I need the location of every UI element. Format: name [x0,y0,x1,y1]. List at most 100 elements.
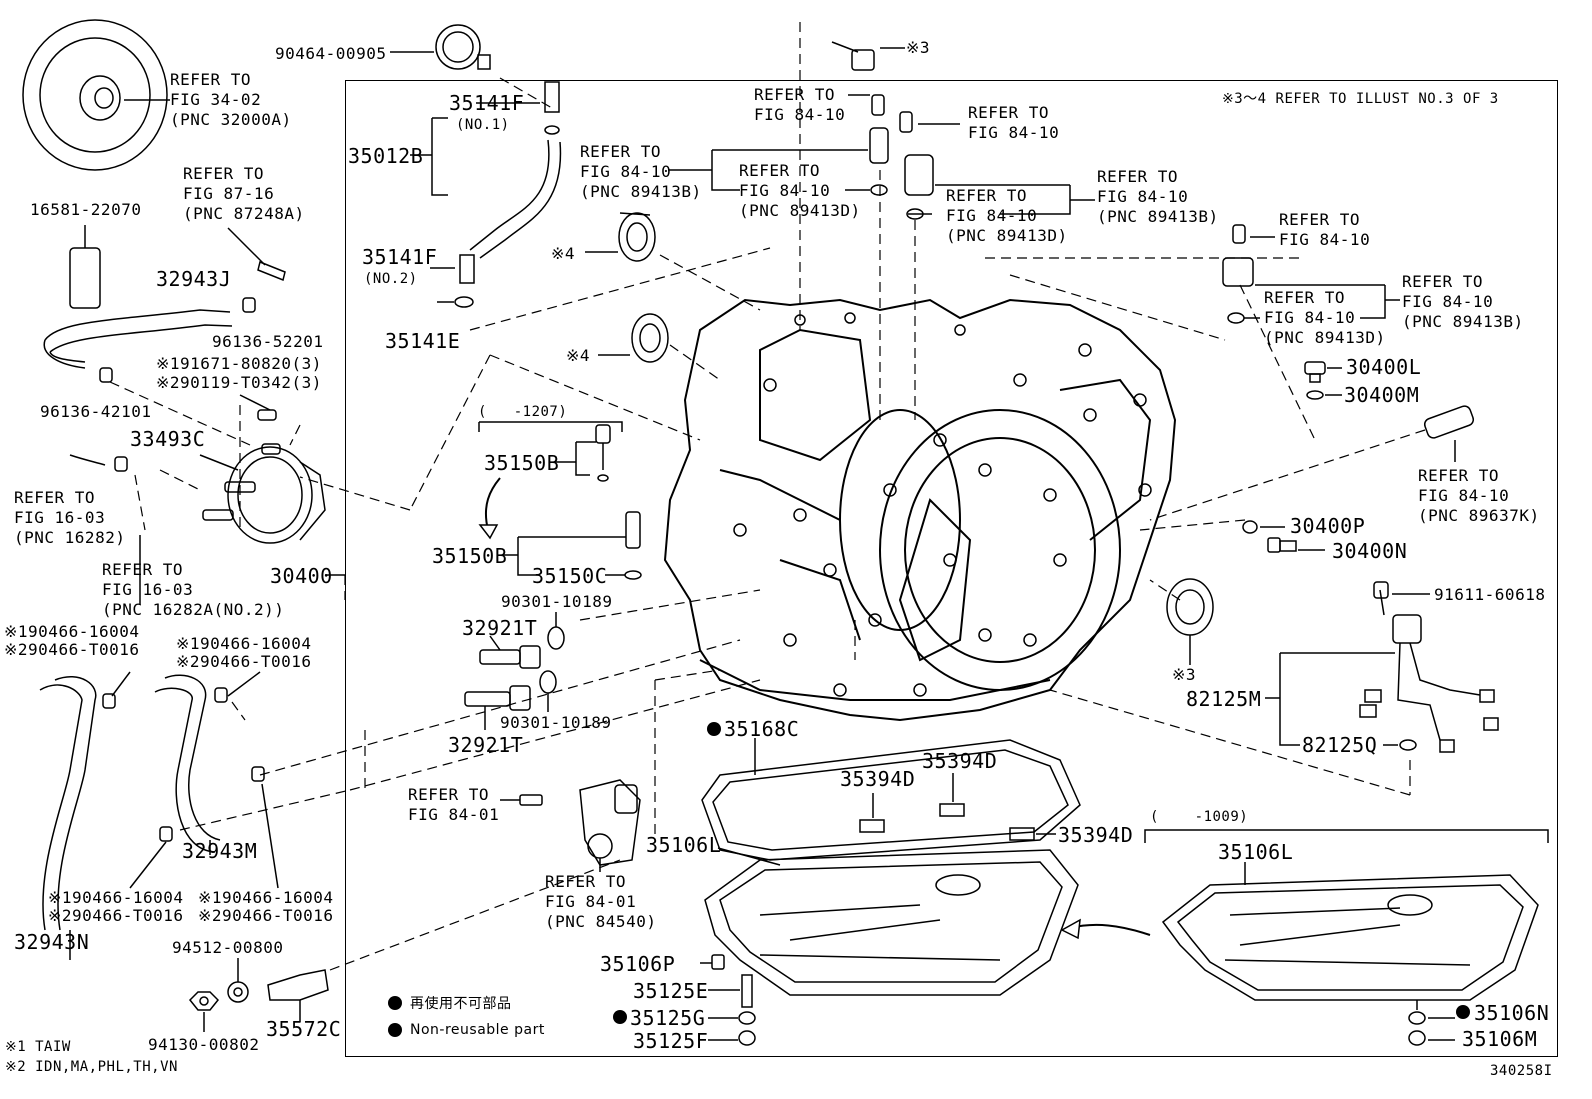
part-30400m: 30400M [1344,383,1420,407]
legend-jp: 再使用不可部品 [410,996,512,1012]
part-91611-60618: 91611-60618 [1434,585,1546,604]
part-35141e: 35141E [385,329,461,353]
transaxle-bolts [733,312,1152,697]
ref-label-89413d-a: REFER TO FIG 84-10 (PNC 89413D) [739,161,861,220]
part-35125f: 35125F [633,1029,709,1053]
part-35168c: 35168C [724,717,800,741]
part-16581-22070: 16581-22070 [30,200,142,219]
part-35125g: 35125G [630,1006,706,1030]
part-35106m: 35106M [1462,1027,1538,1051]
range-box-1009 [1144,829,1549,843]
part-90464-00905: 90464-00905 [275,44,387,63]
oil-pan-35106l-a [704,849,1079,996]
part-35106l-b: 35106L [1218,840,1294,864]
hose-clamps [99,297,265,842]
part-96136-42101: 96136-42101 [40,402,152,421]
oil-seal-4a [618,212,656,262]
part-30400n: 30400N [1332,539,1408,563]
range-1009: ( -1009) [1150,809,1249,825]
ref-label-87248a: REFER TO FIG 87-16 (PNC 87248A) [183,164,305,223]
part-35141f-2: 35141F [362,245,438,269]
wire-harness-82125m [1359,581,1499,753]
part-30400: 30400 [270,564,333,588]
part-32943j: 32943J [156,267,232,291]
note-star4-a: ※4 [551,244,576,263]
part-30400l: 30400L [1346,355,1422,379]
note-star4-b: ※4 [566,346,591,365]
non-reusable-markers [388,722,1470,1037]
note-no2: (NO.2) [364,271,418,287]
plug-30400l [1304,361,1326,383]
part-32943m: 32943M [182,839,258,863]
hose-32943m [154,674,221,853]
hose-clamp-d2: ※290466-T0016 [198,906,334,925]
range-1207: ( -1207) [478,404,568,420]
ref-label-8410-b: REFER TO FIG 84-10 [968,103,1060,142]
legend-en: Non-reusable part [410,1022,545,1038]
bracket-35572c [267,969,329,1022]
part-90301-10189-b: 90301-10189 [500,713,612,732]
part-82125q: 82125Q [1302,733,1378,757]
ref-label-8401: REFER TO FIG 84-01 [408,785,500,824]
bolt-top-3 [831,41,875,71]
ref-label-89413d-b: REFER TO FIG 84-10 (PNC 89413D) [946,186,1068,245]
note-countries: ※2 IDN,MA,PHL,TH,VN [5,1059,178,1075]
part-32921t-b: 32921T [448,733,524,757]
part-35125e: 35125E [633,979,709,1003]
part-35141f-1: 35141F [449,91,525,115]
solenoid-35150b [595,424,642,580]
part-94512-00800: 94512-00800 [172,938,284,957]
part-35012b: 35012B [348,144,424,168]
breather-hose-35012b [454,81,562,308]
part-35572c: 35572C [266,1017,342,1041]
part-35150b-2: 35150B [432,544,508,568]
frame-note: ※3～4 REFER TO ILLUST NO.3 OF 3 [1222,91,1499,107]
part-35106p: 35106P [600,952,676,976]
range-box-1207 [478,421,623,432]
part-30400p: 30400P [1290,514,1366,538]
part-35394d-c: 35394D [1058,823,1134,847]
oil-cooler-33493c [202,409,326,544]
ref-label-32000a: REFER TO FIG 34-02 (PNC 32000A) [170,70,292,129]
hose-clamp-b1: ※190466-16004 [176,634,312,653]
ref-label-8410-a: REFER TO FIG 84-10 [754,85,846,124]
union-32921t-b [464,685,531,711]
part-35106n: 35106N [1474,1001,1550,1025]
diagram-id: 340258I [1490,1063,1553,1079]
dashed-leaders [109,22,1426,971]
ref-label-89413d-c: REFER TO FIG 84-10 (PNC 89413D) [1264,288,1386,347]
part-96136-52201: 96136-52201 [212,332,324,351]
note-star3-top: ※3 [906,38,931,57]
part-290119: ※290119-T0342(3) [156,373,322,392]
hose-clamp-a2: ※290466-T0016 [4,640,140,659]
part-35106l-a: 35106L [646,833,722,857]
part-35150c: 35150C [532,564,608,588]
ref-label-16282a: REFER TO FIG 16-03 (PNC 16282A(NO.2)) [102,560,285,619]
hose-32943n [39,676,97,931]
ref-label-8410-c: REFER TO FIG 84-10 [1279,210,1371,249]
part-35394d-b: 35394D [922,749,998,773]
part-35150b-1: 35150B [484,451,560,475]
part-191671: ※191671-80820(3) [156,354,322,373]
hose-clamp-b2: ※290466-T0016 [176,652,312,671]
oil-seal-4b [631,313,669,363]
ref-label-89413b-b: REFER TO FIG 84-10 (PNC 89413B) [1097,167,1219,226]
note-taiw: ※1 TAIW [5,1039,71,1055]
part-32943n: 32943N [14,930,90,954]
hose-clamp-d1: ※190466-16004 [198,888,334,907]
part-33493c: 33493C [130,427,206,451]
part-35394d-a: 35394D [840,767,916,791]
torque-converter [22,19,170,171]
part-94130-00802: 94130-00802 [148,1035,260,1054]
ref-label-89413b-a: REFER TO FIG 84-10 (PNC 89413B) [580,142,702,201]
oil-seal-90464 [435,24,491,70]
ref-label-84540: REFER TO FIG 84-01 (PNC 84540) [545,872,657,931]
sensor-89637k [1423,405,1475,439]
part-32921t-a: 32921T [462,616,538,640]
hose-clamp-a1: ※190466-16004 [4,622,140,641]
plug-30400n [1267,537,1297,553]
ref-label-89637k: REFER TO FIG 84-10 (PNC 89637K) [1418,466,1540,525]
oil-pan-35106l-b [1161,874,1539,1001]
hose-clamp-c1: ※190466-16004 [48,888,184,907]
